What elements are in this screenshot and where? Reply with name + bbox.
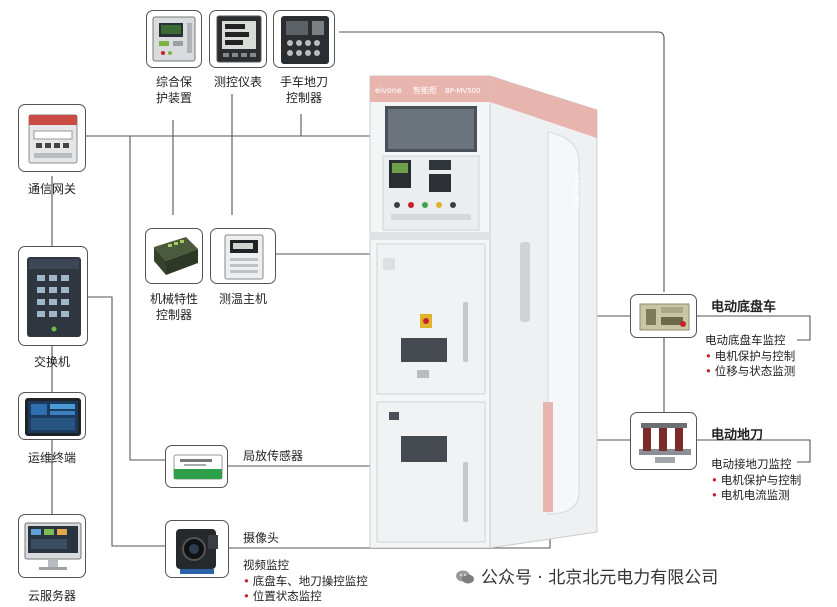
switchgear-cabinet: elvone 智能柜 BP-MV500 BP-MV500 [369, 75, 598, 548]
cloud-box [18, 514, 86, 578]
protection-label-1: 综合保 [155, 75, 192, 89]
switch-label: 交换机 [33, 355, 70, 369]
pd-sensor-icon [173, 454, 223, 480]
chassis-title: 电动底盘车 [711, 300, 777, 315]
earthing-bullet-1: •电机保护与控制 [711, 472, 801, 488]
cabinet-brand: elvone [375, 86, 402, 95]
gateway-label: 通信网关 [27, 182, 76, 196]
cabinet-name: 智能柜 [413, 85, 437, 95]
cloud-label: 云服务器 [27, 589, 76, 603]
bullet-dot: • [711, 488, 718, 502]
chassis-box [630, 294, 697, 338]
chassis-bullet-1: •电机保护与控制 [705, 348, 795, 364]
truck-controller-label-1: 手车地刀 [279, 75, 328, 89]
chassis-subtitle: 电动底盘车监控 [705, 333, 786, 347]
terminal-icon [25, 398, 81, 436]
gateway-icon [28, 114, 78, 164]
wechat-icon [456, 570, 474, 584]
camera-bullet-2-text: 位置状态监控 [252, 589, 322, 603]
terminal-box [18, 392, 86, 440]
earthing-subtitle: 电动接地刀监控 [711, 457, 792, 471]
cabinet-side-model: BP-MV500 [572, 174, 580, 210]
pd-sensor-label: 局放传感器 [243, 449, 304, 463]
mech-controller-icon [154, 237, 198, 275]
protection-label-2: 护装置 [155, 91, 192, 105]
chassis-icon [639, 303, 690, 331]
bullet-dot: • [705, 349, 712, 363]
camera-bullet-1-text: 底盘车、地刀操控监控 [252, 574, 368, 588]
temp-host-box [210, 228, 276, 284]
cloud-server-icon [24, 522, 82, 570]
protection-device-icon [152, 16, 196, 62]
temp-host-label: 测温主机 [218, 292, 267, 306]
cabinet-model: BP-MV500 [445, 87, 481, 95]
bullet-dot: • [243, 574, 250, 588]
mech-controller-label-1: 机械特性 [149, 292, 198, 306]
chassis-bullet-1-text: 电机保护与控制 [714, 349, 796, 363]
mech-controller-box [145, 228, 203, 284]
pd-sensor-box [165, 445, 228, 488]
gateway-box [18, 104, 86, 172]
earthing-title: 电动地刀 [711, 428, 764, 443]
camera-box [165, 520, 229, 578]
earthing-bracket [697, 439, 811, 463]
earthing-bullet-2-text: 电机电流监测 [720, 488, 790, 502]
bullet-dot: • [711, 473, 718, 487]
temp-host-icon [224, 234, 264, 280]
truck-controller-box [273, 10, 335, 68]
camera-bullet-2: •位置状态监控 [243, 588, 322, 604]
earthing-box [630, 412, 697, 470]
bullet-dot: • [705, 364, 712, 378]
chassis-bracket [697, 315, 811, 341]
switch-icon [27, 257, 81, 337]
pd-bus-line [129, 136, 165, 461]
camera-subtitle: 视频监控 [243, 558, 289, 572]
meter-device-box [209, 10, 267, 68]
camera-bullet-1: •底盘车、地刀操控监控 [243, 573, 368, 589]
truck-right-line [339, 31, 665, 292]
terminal-label: 运维终端 [27, 451, 76, 465]
bullet-dot: • [243, 589, 250, 603]
meter-device-icon [216, 15, 262, 63]
chassis-bullet-2-text: 位移与状态监测 [714, 364, 796, 378]
chassis-bullet-2: •位移与状态监测 [705, 363, 795, 379]
watermark: 公众号 · 北京北元电力有限公司 [455, 563, 718, 588]
earthing-switch-icon [639, 423, 691, 463]
camera-icon [176, 529, 218, 574]
camera-line [88, 296, 165, 547]
watermark-text: 公众号 · 北京北元电力有限公司 [481, 568, 719, 588]
earthing-bullet-1-text: 电机保护与控制 [720, 473, 802, 487]
switch-box [18, 246, 88, 346]
protection-device-box [146, 10, 202, 68]
meter-label: 测控仪表 [213, 75, 262, 89]
camera-label: 摄像头 [243, 531, 280, 545]
earthing-bullet-2: •电机电流监测 [711, 487, 790, 503]
truck-controller-label-2: 控制器 [285, 91, 322, 105]
mech-controller-label-2: 控制器 [155, 308, 192, 322]
truck-controller-icon [281, 16, 329, 64]
